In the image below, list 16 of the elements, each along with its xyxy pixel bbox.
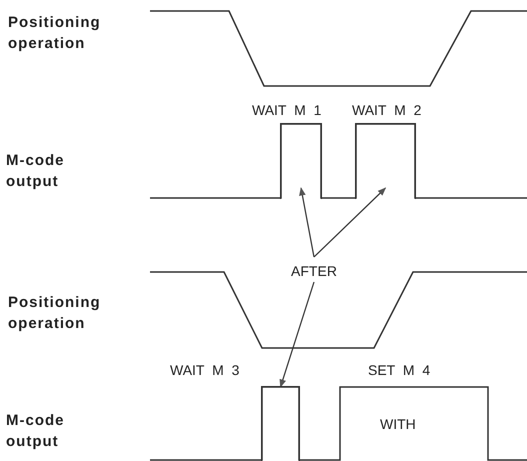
signal-label: WAIT M 1 — [252, 102, 322, 118]
signal-name: M-code output — [6, 411, 66, 452]
output-pulse — [261, 386, 300, 461]
leader-arrow — [280, 282, 315, 388]
signal-label: WAIT M 3 — [170, 362, 240, 378]
output-pulse — [355, 123, 416, 199]
output-pulse — [280, 123, 322, 199]
leader-arrow — [314, 187, 386, 258]
leader-arrow — [299, 187, 315, 258]
signal-name: Positioning operation — [8, 293, 102, 334]
signal-name: M-code output — [6, 151, 66, 192]
signal-label: WITH — [380, 416, 416, 432]
callout-text: AFTER — [283, 262, 345, 280]
signal-label: WAIT M 2 — [352, 102, 422, 118]
signal-label: SET M 4 — [368, 362, 430, 378]
signal-name: Positioning operation — [8, 13, 102, 54]
